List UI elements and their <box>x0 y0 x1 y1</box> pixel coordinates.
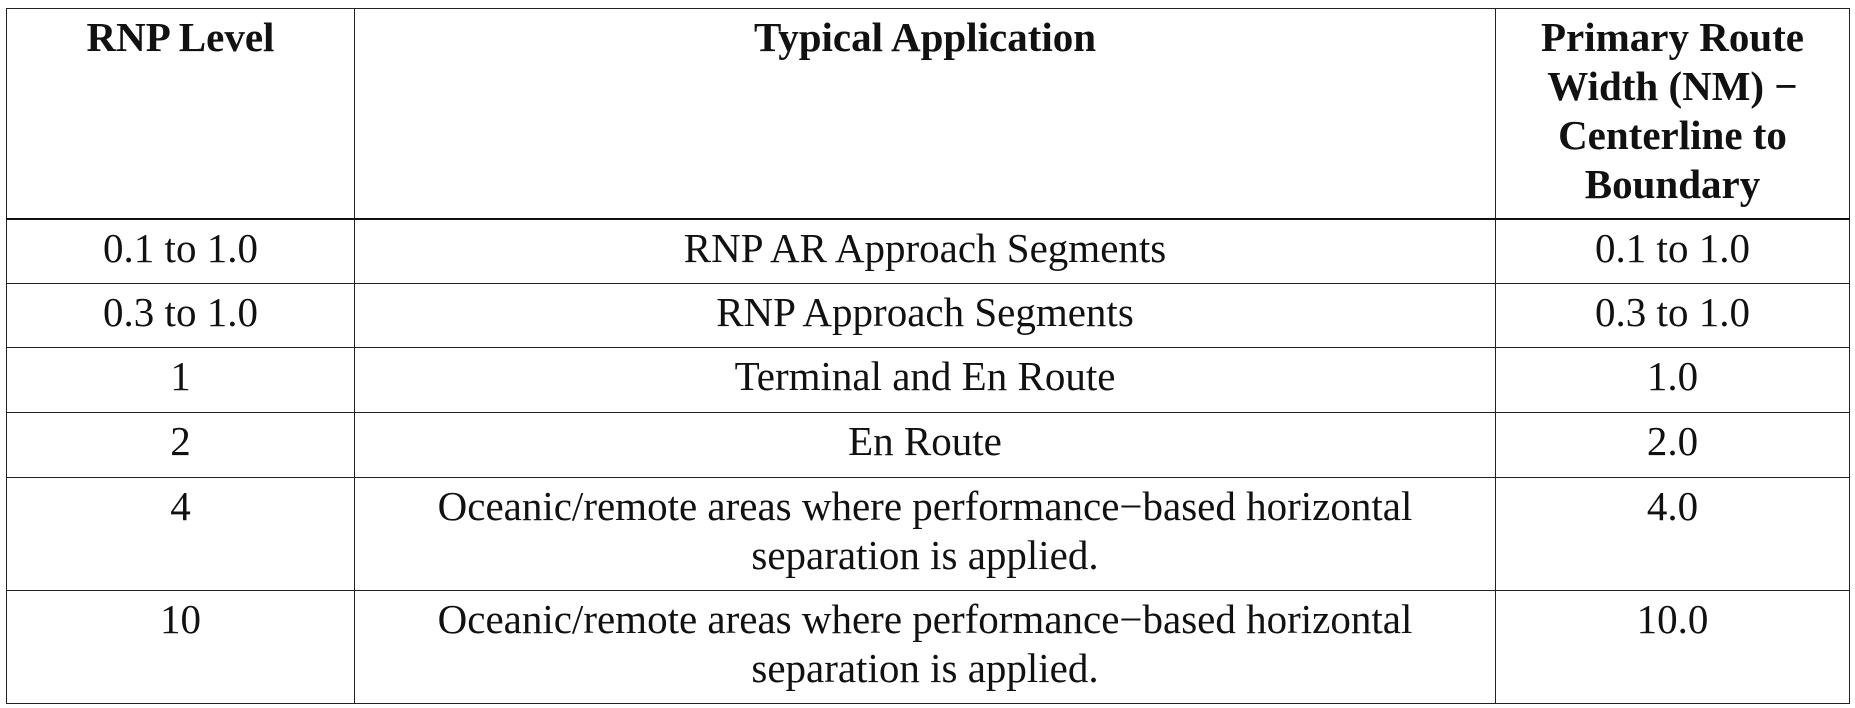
cell-typical-application: Oceanic/remote areas where performance−b… <box>354 589 1496 705</box>
cell-rnp-level: 4 <box>6 476 355 591</box>
cell-route-width: 4.0 <box>1495 476 1850 591</box>
cell-rnp-level: 0.1 to 1.0 <box>6 218 355 284</box>
table-row: 10 Oceanic/remote areas where performanc… <box>6 589 1850 705</box>
table-row: 4 Oceanic/remote areas where performance… <box>6 476 1850 591</box>
table-row: 1 Terminal and En Route 1.0 <box>6 347 1850 413</box>
table-header-row: RNP Level Typical Application Primary Ro… <box>6 8 1850 220</box>
header-primary-route-width: Primary Route Width (NM) − Centerline to… <box>1495 8 1850 220</box>
cell-typical-application: Terminal and En Route <box>354 347 1496 413</box>
cell-route-width: 2.0 <box>1495 411 1850 478</box>
cell-route-width: 1.0 <box>1495 347 1850 413</box>
cell-typical-application: En Route <box>354 411 1496 478</box>
cell-rnp-level: 10 <box>6 589 355 705</box>
table-row: 0.3 to 1.0 RNP Approach Segments 0.3 to … <box>6 282 1850 349</box>
cell-rnp-level: 2 <box>6 411 355 478</box>
cell-rnp-level: 1 <box>6 347 355 413</box>
table-row: 0.1 to 1.0 RNP AR Approach Segments 0.1 … <box>6 218 1850 284</box>
cell-route-width: 10.0 <box>1495 589 1850 705</box>
header-rnp-level: RNP Level <box>6 8 355 220</box>
cell-rnp-level: 0.3 to 1.0 <box>6 282 355 349</box>
cell-typical-application: RNP Approach Segments <box>354 282 1496 349</box>
rnp-level-table: RNP Level Typical Application Primary Ro… <box>6 8 1850 705</box>
cell-route-width: 0.3 to 1.0 <box>1495 282 1850 349</box>
header-typical-application: Typical Application <box>354 8 1496 220</box>
cell-route-width: 0.1 to 1.0 <box>1495 218 1850 284</box>
cell-typical-application: Oceanic/remote areas where performance−b… <box>354 476 1496 591</box>
cell-typical-application: RNP AR Approach Segments <box>354 218 1496 284</box>
table-row: 2 En Route 2.0 <box>6 411 1850 478</box>
